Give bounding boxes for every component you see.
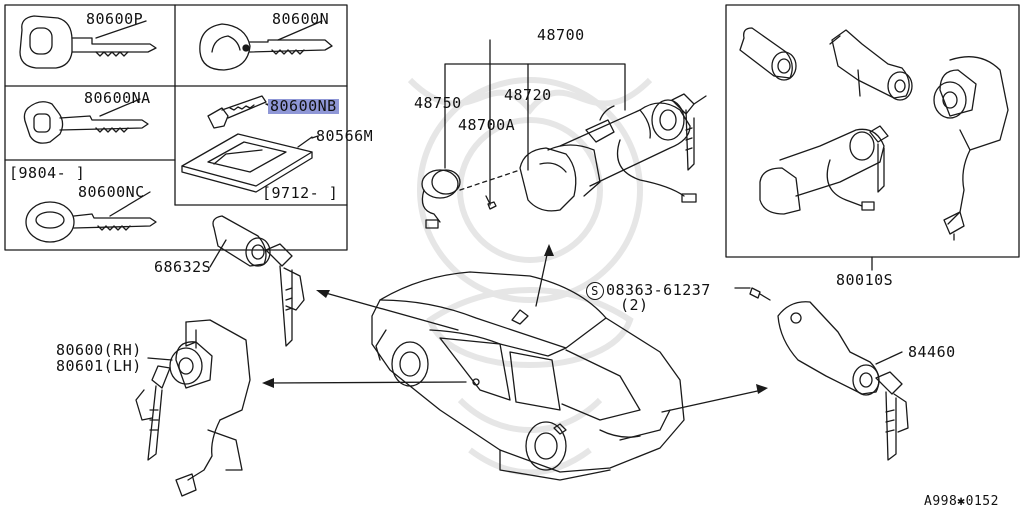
label-80600p: 80600P	[86, 10, 144, 28]
diagram-reference-code: A998✱0152	[924, 494, 999, 509]
key-box-frame	[4, 4, 348, 251]
label-80566m: 80566M	[316, 127, 374, 145]
door-lock-drawing	[135, 319, 251, 497]
label-80010s: 80010S	[836, 271, 894, 289]
car-drawing	[371, 271, 685, 481]
label-date-9804: [9804- ]	[9, 164, 86, 182]
label-68632s: 68632S	[154, 258, 212, 276]
key-80600n-drawing	[199, 23, 333, 71]
label-80600-rh: 80600(RH)	[56, 341, 142, 359]
label-48720: 48720	[504, 86, 552, 104]
screw-symbol-circle: S	[586, 282, 604, 300]
key-80600na-drawing	[23, 101, 149, 144]
label-48700a: 48700A	[458, 116, 516, 134]
label-48750: 48750	[414, 94, 462, 112]
trunk-lock-drawing	[734, 287, 909, 461]
trunk-cylinder-drawing	[212, 215, 305, 347]
set-kit-parts-drawing	[739, 27, 1009, 241]
label-80601-lh: 80601(LH)	[56, 357, 142, 375]
card-80566m-drawing	[181, 133, 319, 193]
label-84460: 84460	[908, 343, 956, 361]
label-80600na: 80600NA	[84, 89, 151, 107]
key-80600nc-drawing	[25, 201, 157, 243]
label-80600nc: 80600NC	[78, 183, 145, 201]
label-80600nb-highlighted[interactable]: 80600NB	[268, 97, 339, 115]
callout-arrows	[267, 249, 763, 413]
ignition-lock-drawing	[421, 39, 707, 229]
label-80600n: 80600N	[272, 10, 330, 28]
label-08363-61237: 08363-61237	[606, 281, 711, 299]
label-screw-qty: (2)	[620, 296, 649, 314]
label-48700: 48700	[537, 26, 585, 44]
label-date-9712: [9712- ]	[262, 184, 339, 202]
leader-lines	[95, 20, 903, 365]
watermark-emblem	[407, 77, 653, 476]
key-80600p-drawing	[19, 15, 157, 69]
